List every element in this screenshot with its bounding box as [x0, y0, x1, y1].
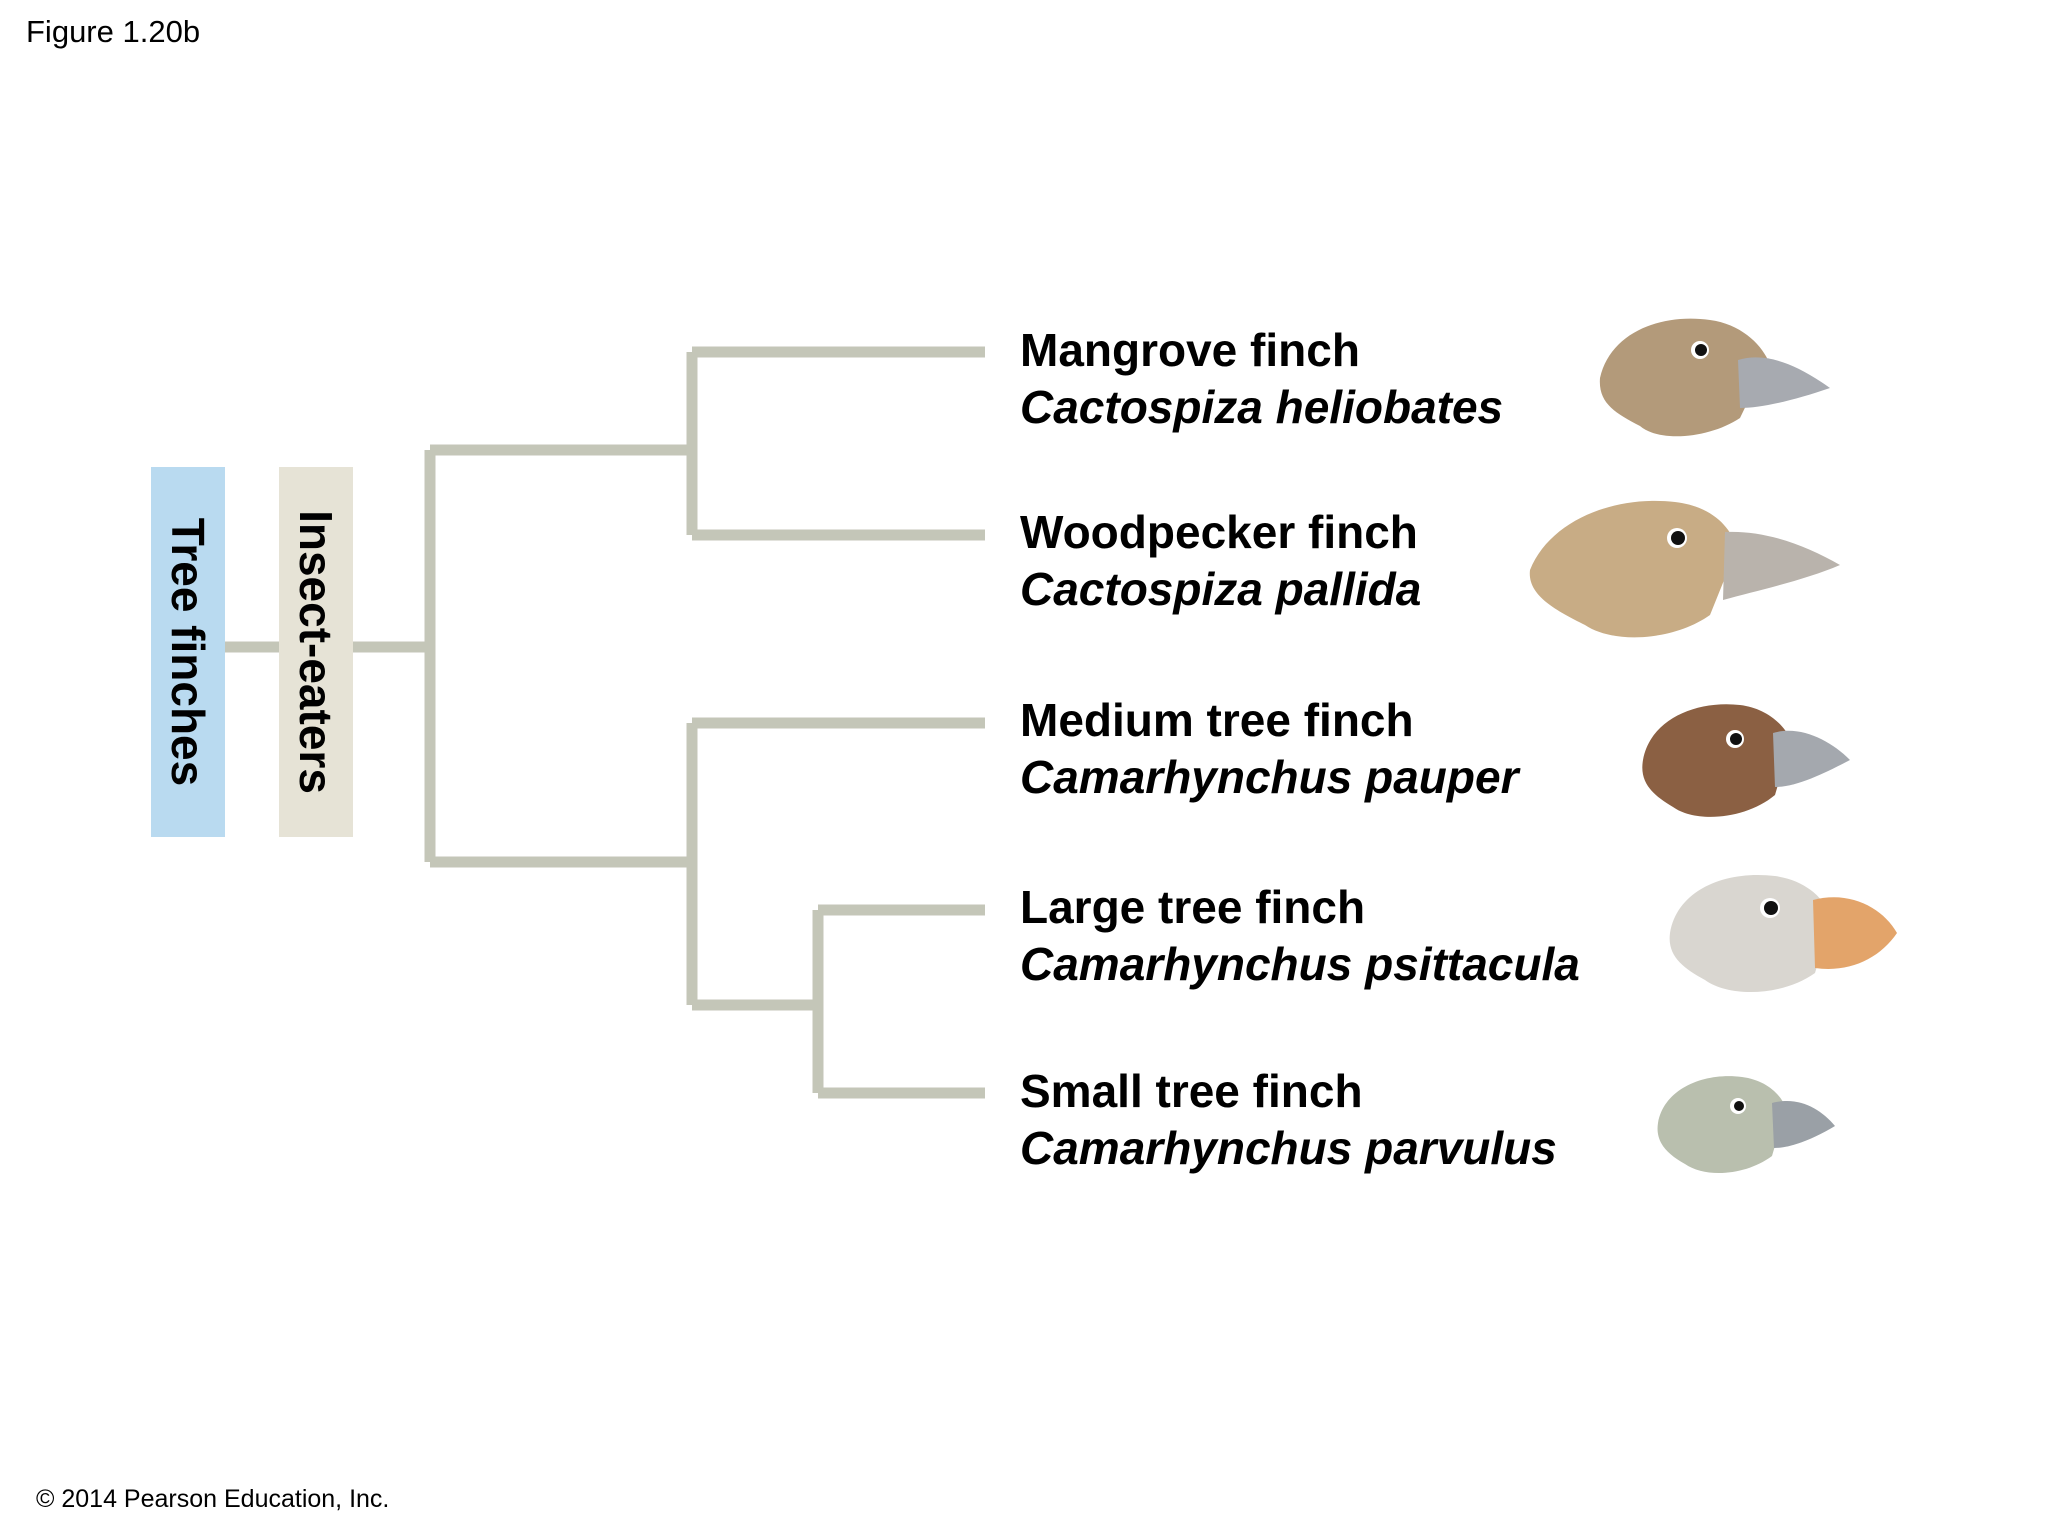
- species-label-large-tree: Large tree finch Camarhynchus psittacula: [1020, 879, 1580, 993]
- common-name: Mangrove finch: [1020, 324, 1360, 376]
- scientific-name: Cactospiza heliobates: [1020, 381, 1504, 433]
- common-name: Woodpecker finch: [1020, 506, 1418, 558]
- scientific-name: Camarhynchus psittacula: [1020, 938, 1580, 990]
- tree-finches-group-label: Tree finches: [151, 467, 225, 837]
- species-label-medium-tree: Medium tree finch Camarhynchus pauper: [1020, 692, 1518, 806]
- woodpecker-finch-head-icon: [1529, 500, 1840, 638]
- large-tree-finch-head-icon: [1669, 874, 1897, 993]
- common-name: Large tree finch: [1020, 881, 1366, 933]
- mangrove-finch-head-icon: [1599, 318, 1830, 437]
- scientific-name: Cactospiza pallida: [1020, 563, 1422, 615]
- common-name: Small tree finch: [1020, 1065, 1363, 1117]
- scientific-name: Camarhynchus parvulus: [1020, 1122, 1557, 1174]
- figure-label: Figure 1.20b: [26, 14, 201, 49]
- medium-tree-finch-head-icon: [1642, 704, 1850, 817]
- common-name: Medium tree finch: [1020, 694, 1414, 746]
- small-tree-finch-head-icon: [1657, 1076, 1835, 1174]
- species-label-woodpecker: Woodpecker finch Cactospiza pallida: [1020, 504, 1421, 618]
- species-label-mangrove: Mangrove finch Cactospiza heliobates: [1020, 322, 1503, 436]
- copyright-notice: © 2014 Pearson Education, Inc.: [36, 1485, 390, 1513]
- insect-eaters-group-label: Insect-eaters: [279, 467, 353, 837]
- scientific-name: Camarhynchus pauper: [1020, 751, 1519, 803]
- species-label-small-tree: Small tree finch Camarhynchus parvulus: [1020, 1063, 1557, 1177]
